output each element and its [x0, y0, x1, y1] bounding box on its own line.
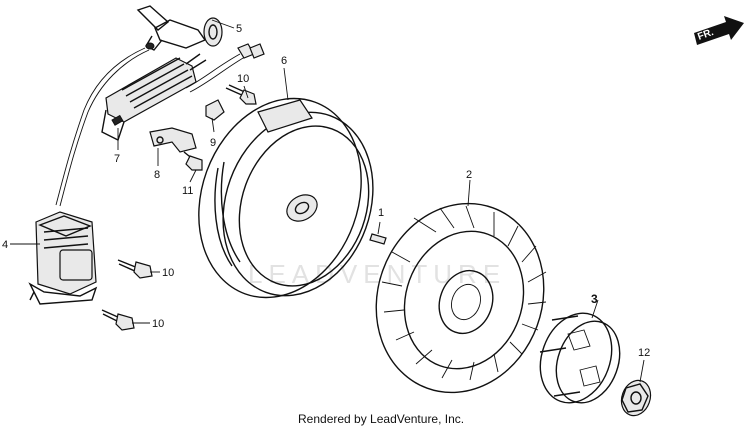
woodruff-key	[369, 233, 387, 245]
cooling-fan	[375, 202, 547, 394]
callout-6: 6	[281, 55, 287, 67]
callout-10-middle: 10	[162, 267, 174, 279]
spark-plug-cap	[136, 5, 223, 51]
wire-clip	[205, 99, 225, 121]
callout-10-lower: 10	[152, 318, 164, 330]
callout-5: 5	[236, 23, 242, 35]
bolt-middle	[117, 259, 153, 279]
flywheel	[198, 97, 374, 299]
ignition-wire	[55, 47, 146, 206]
stator-wire-leads	[185, 43, 265, 93]
ignition-coil	[28, 211, 98, 305]
callout-9: 9	[210, 137, 216, 149]
callout-7: 7	[114, 153, 120, 165]
stator-bracket	[149, 127, 197, 153]
callout-12: 12	[638, 347, 650, 359]
starter-pulley	[539, 312, 621, 404]
callout-11: 11	[182, 185, 193, 197]
callout-8: 8	[154, 169, 160, 181]
bolt-eleven	[183, 151, 203, 171]
callout-1: 1	[378, 207, 384, 219]
callout-leader-lines	[10, 19, 645, 383]
flange-nut	[620, 379, 652, 417]
bolt-top	[225, 84, 257, 105]
ignition-wire-outline	[59, 49, 150, 207]
callout-3: 3	[591, 292, 598, 306]
stator-coil	[101, 53, 207, 141]
credit-text: Rendered by LeadVenture, Inc.	[298, 412, 464, 426]
callout-2: 2	[466, 169, 472, 181]
front-direction-label: FR.	[696, 27, 715, 43]
bolt-lower	[101, 309, 135, 331]
callout-4: 4	[2, 239, 8, 251]
front-direction-arrow: FR.	[694, 16, 744, 45]
callout-10-top: 10	[237, 73, 249, 85]
